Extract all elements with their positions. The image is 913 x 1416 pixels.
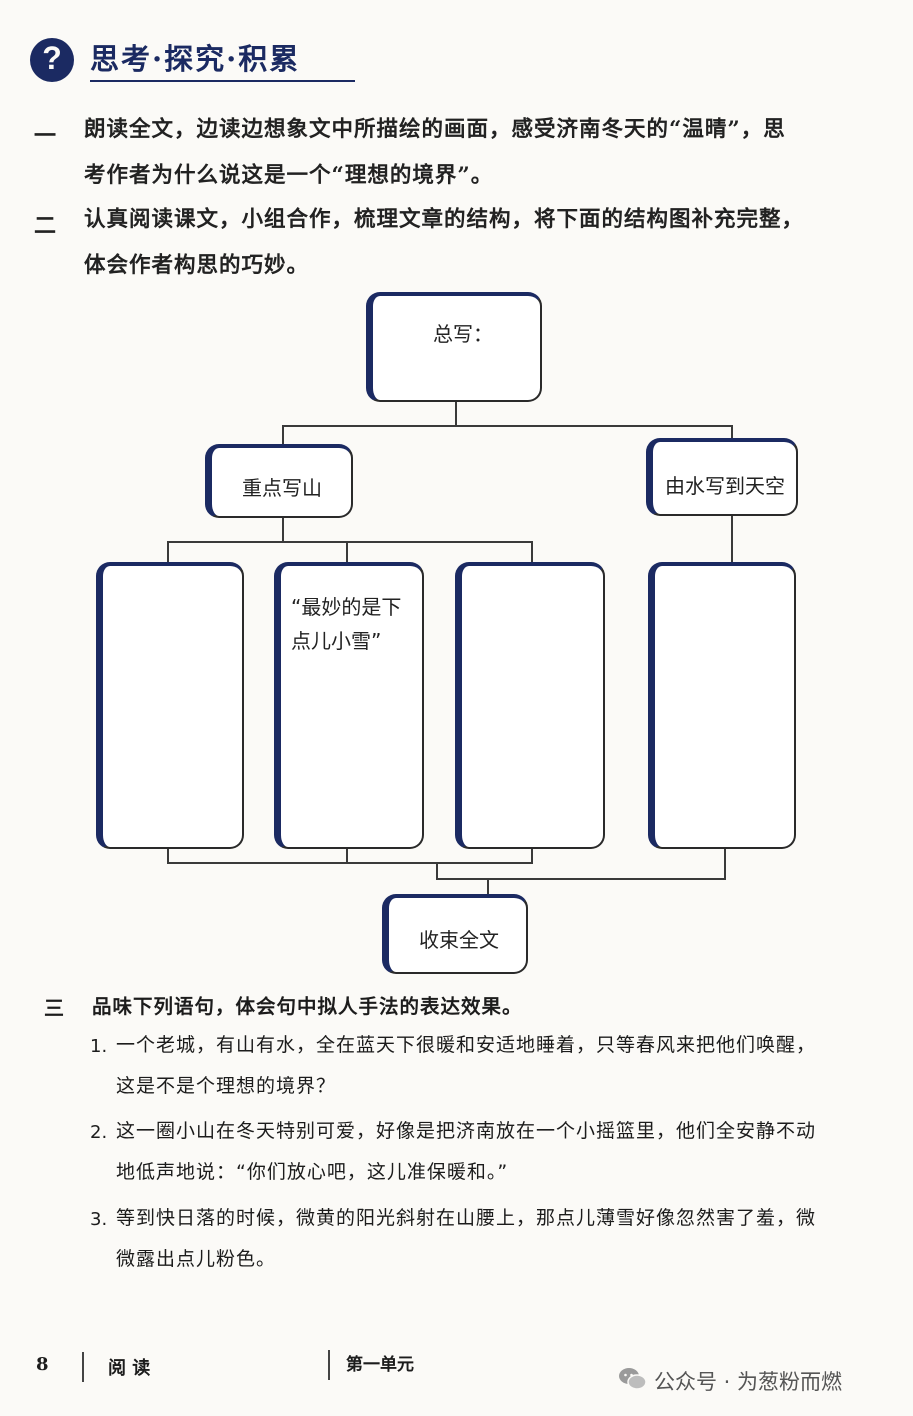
- connector-line: [282, 516, 284, 542]
- item-1-number: 1.: [90, 1036, 108, 1057]
- connector-line: [531, 541, 533, 565]
- diagram-box-label: 总写：: [433, 322, 493, 346]
- book-section: 阅 读: [108, 1358, 151, 1379]
- question-3-number: 三: [44, 996, 64, 1020]
- section-title: 思考·探究·积累: [90, 42, 301, 76]
- connector-line: [724, 846, 726, 879]
- item-3-line-2: 微露出点儿粉色。: [116, 1248, 277, 1270]
- diagram-box-label: 重点写山: [242, 476, 322, 500]
- question-2-number: 二: [34, 213, 57, 239]
- diagram-box-label: 收束全文: [419, 928, 499, 952]
- diagram-box-water-sky: 由水写到天空: [646, 438, 798, 516]
- question-2-line-2: 体会作者构思的巧妙。: [84, 253, 310, 278]
- question-2-line-1: 认真阅读课文，小组合作，梳理文章的结构，将下面的结构图补充完整，: [84, 207, 805, 232]
- item-3-number: 3.: [90, 1209, 108, 1230]
- question-1-line-1: 朗读全文，边读边想象文中所描绘的画面，感受济南冬天的“温晴”，思: [84, 117, 786, 142]
- connector-line: [282, 425, 284, 447]
- connector-line: [167, 541, 532, 543]
- question-3-title: 品味下列语句，体会句中拟人手法的表达效果。: [92, 995, 523, 1018]
- item-1-line-1: 一个老城，有山有水，全在蓝天下很暖和安适地睡着，只等春风来把他们唤醒，: [116, 1034, 817, 1056]
- diagram-box-snow: “最妙的是下 点儿小雪”: [274, 562, 424, 849]
- section-header: ? 思考·探究·积累: [24, 28, 355, 88]
- diagram-box-label: “最妙的是下 点儿小雪”: [291, 595, 402, 653]
- connector-line: [436, 878, 726, 880]
- page-number: 8: [36, 1354, 49, 1375]
- question-1-number: 一: [34, 123, 57, 149]
- connector-line: [346, 541, 348, 565]
- question-mark-icon: ?: [30, 38, 74, 82]
- item-1-line-2: 这是不是个理想的境界？: [116, 1075, 337, 1097]
- title-underline: [90, 80, 355, 82]
- connector-line: [167, 541, 169, 565]
- connector-line: [436, 862, 438, 879]
- connector-line: [731, 425, 733, 447]
- unit-label: 第一单元: [346, 1355, 414, 1375]
- item-2-line-1: 这一圈小山在冬天特别可爱，好像是把济南放在一个小摇篮里，他们全安静不动: [116, 1120, 817, 1142]
- item-3-line-1: 等到快日落的时候，微黄的阳光斜射在山腰上，那点儿薄雪好像忽然害了羞，微: [116, 1207, 817, 1229]
- connector-line: [346, 846, 348, 863]
- item-2-line-2: 地低声地说：“你们放心吧，这儿准保暖和。”: [116, 1161, 509, 1183]
- connector-line: [167, 862, 533, 864]
- item-2-number: 2.: [90, 1122, 108, 1143]
- diagram-box-empty-1: [96, 562, 244, 849]
- footer-divider: [328, 1350, 330, 1380]
- wechat-icon: [619, 1368, 647, 1390]
- connector-line: [487, 878, 489, 896]
- connector-line: [455, 400, 457, 426]
- diagram-box-label: 由水写到天空: [665, 474, 785, 498]
- connector-line: [731, 514, 733, 566]
- diagram-box-summary: 总写：: [366, 292, 542, 402]
- question-1-line-2: 考作者为什么说这是一个“理想的境界”。: [84, 163, 494, 188]
- diagram-box-empty-2: [455, 562, 605, 849]
- footer-divider: [82, 1352, 84, 1382]
- watermark-text: 公众号 · 为葱粉而燃: [654, 1370, 843, 1394]
- connector-line: [282, 425, 732, 427]
- diagram-box-mountains: 重点写山: [205, 444, 353, 518]
- connector-line: [167, 846, 169, 863]
- connector-line: [531, 846, 533, 863]
- diagram-box-conclusion: 收束全文: [382, 894, 528, 974]
- diagram-box-empty-3: [648, 562, 796, 849]
